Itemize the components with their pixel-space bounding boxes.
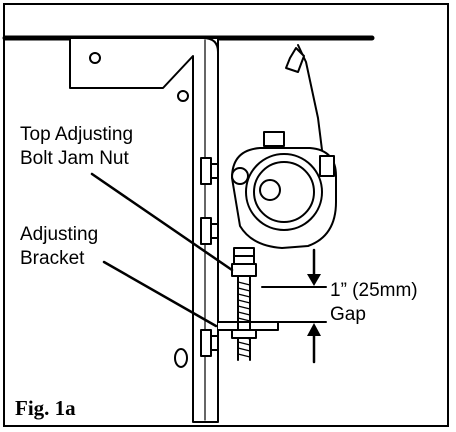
hole-slot-lower bbox=[174, 348, 188, 368]
top-jam-nut-2 bbox=[233, 255, 255, 265]
spring-tab bbox=[285, 47, 305, 73]
top-jam-nut bbox=[233, 247, 255, 257]
clamp-right-nut bbox=[319, 155, 335, 177]
clamp-ring-small bbox=[231, 167, 249, 185]
pipe-outer bbox=[245, 153, 323, 231]
arrowhead-down bbox=[307, 274, 321, 286]
pipe-mid bbox=[253, 161, 315, 223]
hole-bracket-upper bbox=[177, 90, 189, 102]
lower-jam-nut bbox=[231, 329, 257, 339]
bolt-threads bbox=[237, 281, 251, 358]
side-bolt-3 bbox=[200, 329, 219, 357]
label-top-bolt-line2: Bolt Jam Nut bbox=[20, 148, 129, 169]
label-bracket-line2: Bracket bbox=[20, 248, 85, 269]
leader-bracket bbox=[102, 260, 218, 328]
figure-label: Fig. 1a bbox=[15, 396, 76, 420]
side-bolt-2 bbox=[200, 217, 219, 245]
clamp-top-nut bbox=[263, 131, 285, 147]
angle-bracket bbox=[69, 37, 219, 423]
arrowhead-up bbox=[307, 323, 321, 336]
bracket-bend bbox=[202, 37, 219, 53]
adjusting-bracket-plate bbox=[217, 321, 279, 331]
top-jam-nut-3 bbox=[231, 263, 257, 277]
label-gap-line1: 1” (25mm) bbox=[330, 280, 418, 301]
leader-top-bolt bbox=[90, 172, 234, 272]
pipe-inner bbox=[259, 179, 281, 201]
side-bolt-1 bbox=[200, 157, 219, 185]
hole-top-left bbox=[89, 52, 101, 64]
label-gap-line2: Gap bbox=[330, 304, 366, 325]
label-top-bolt-line1: Top Adjusting bbox=[20, 124, 134, 145]
label-bracket-line1: Adjusting bbox=[20, 224, 99, 245]
